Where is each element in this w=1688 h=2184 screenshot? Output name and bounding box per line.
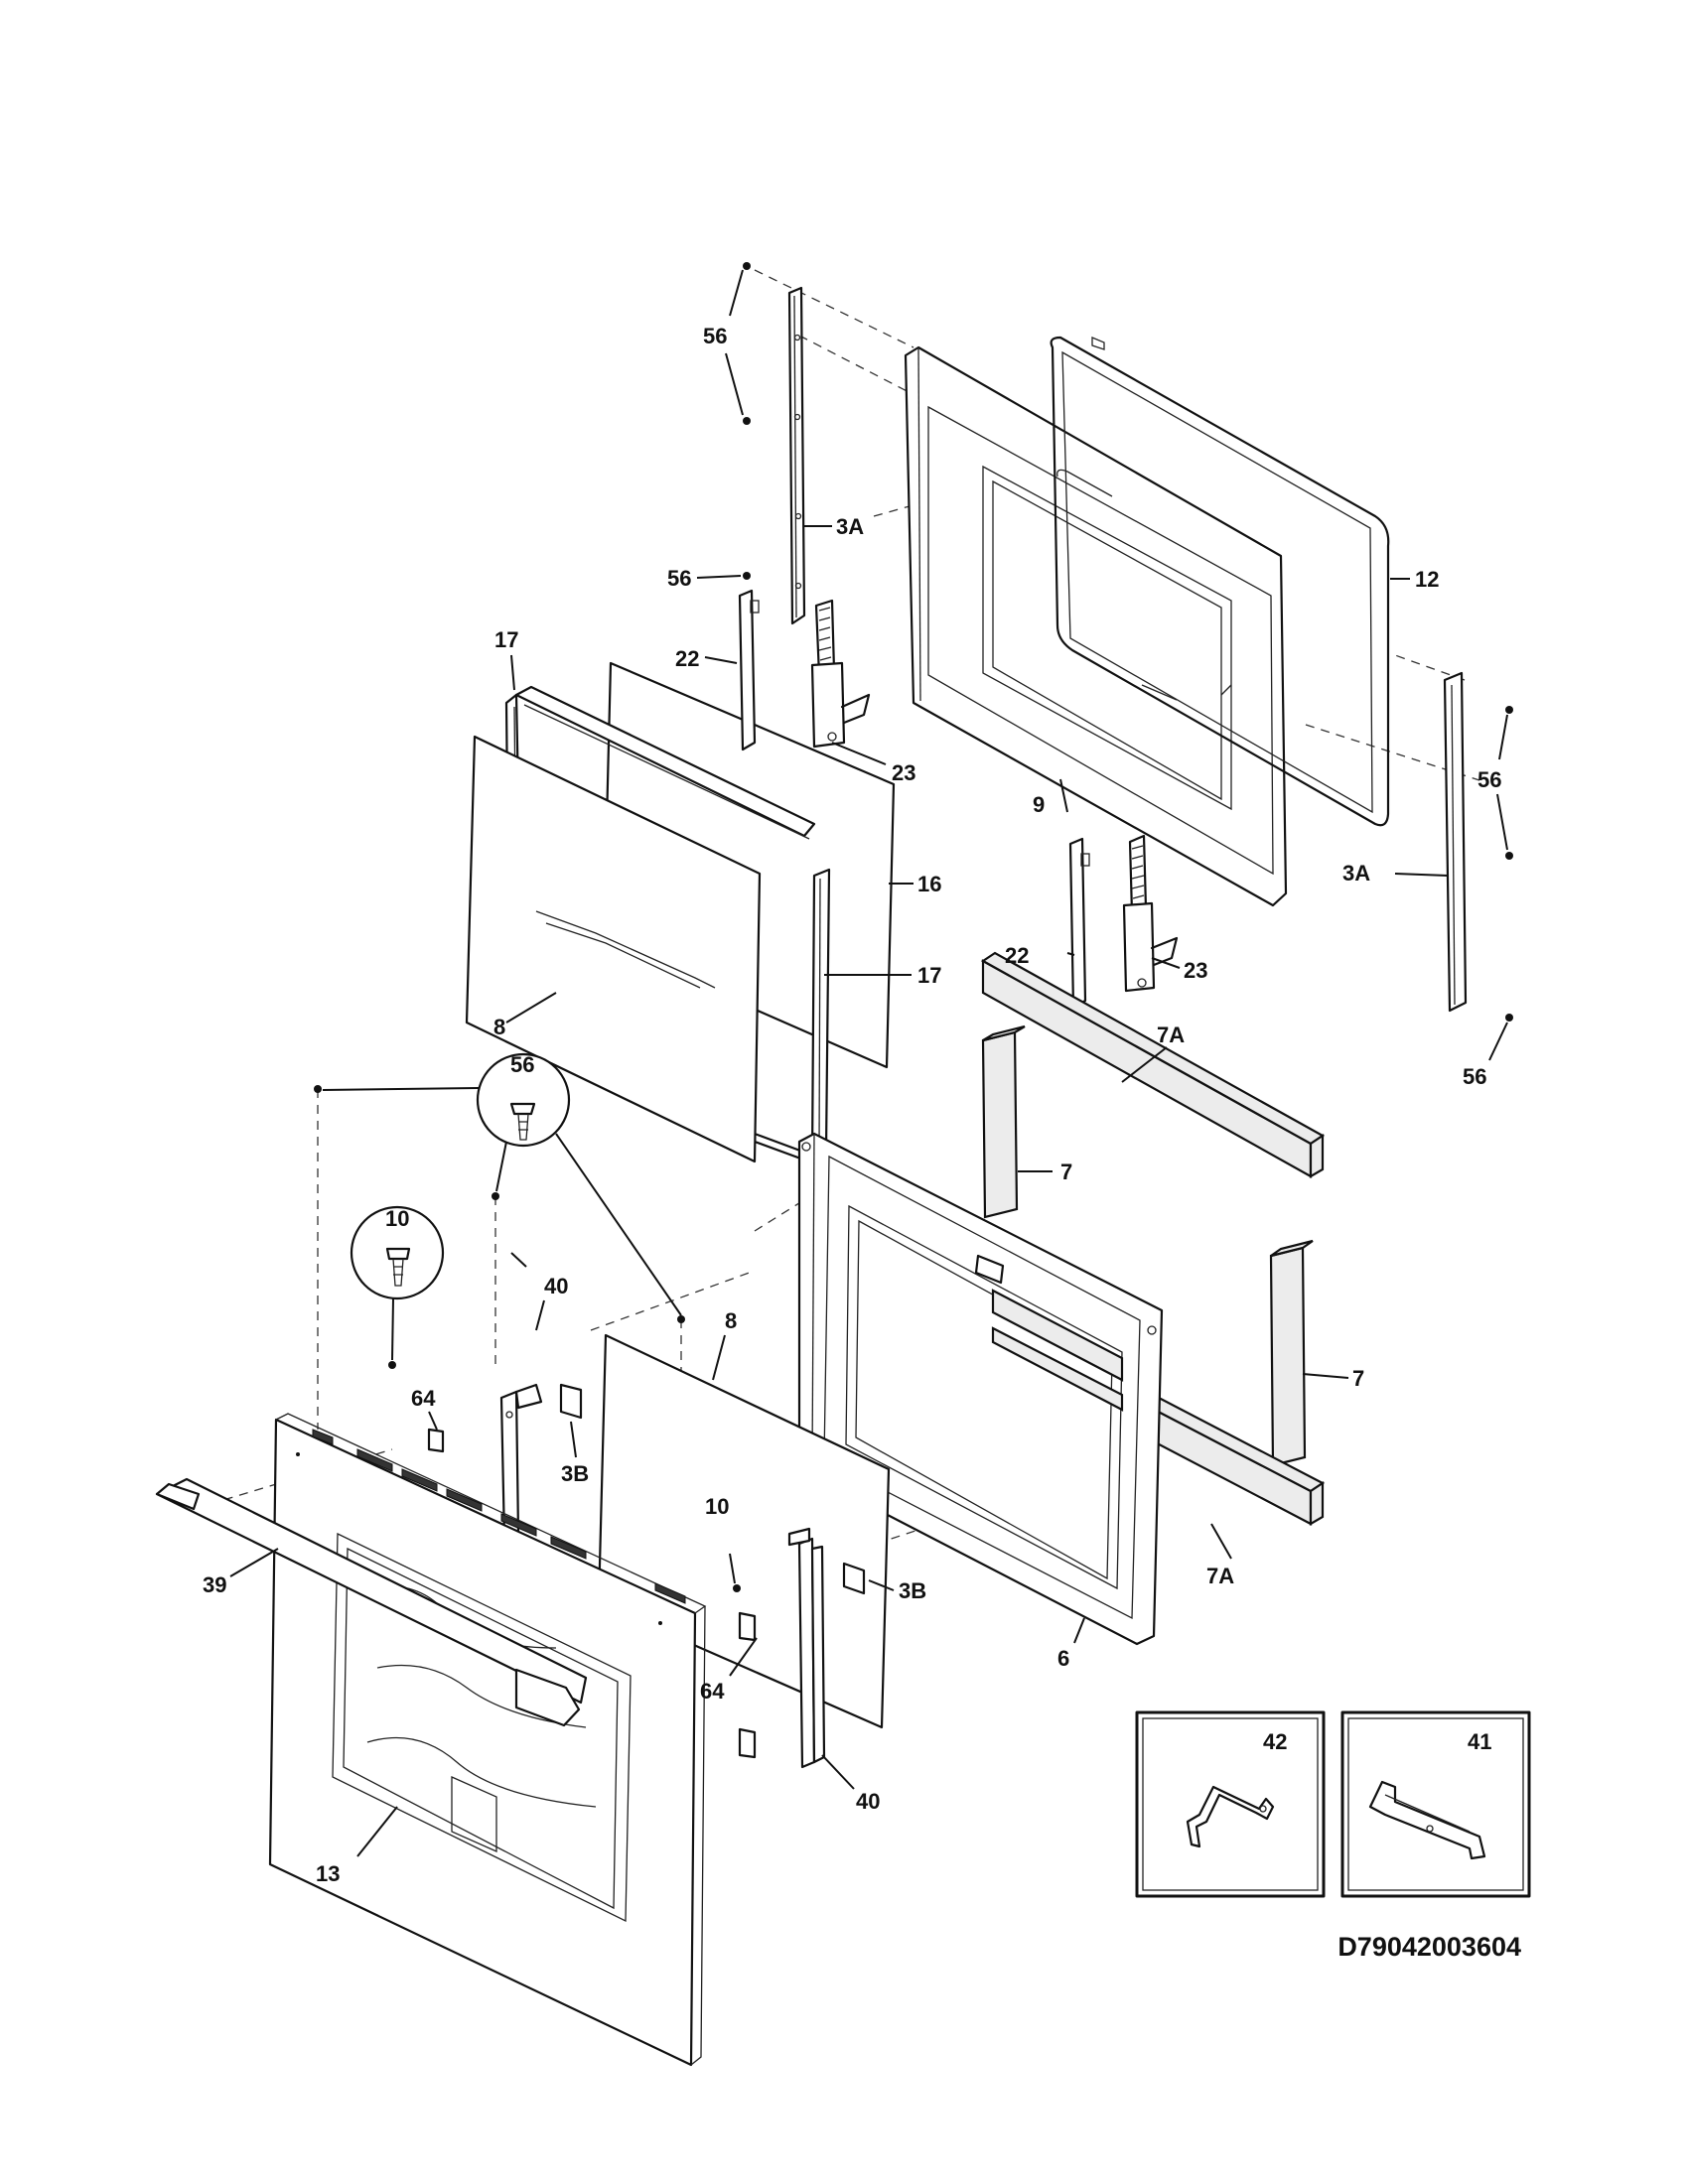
callout-7a: 7A <box>1157 1023 1185 1047</box>
callout-3a: 3A <box>1342 861 1370 886</box>
callout-56: 56 <box>1477 767 1501 792</box>
callout-41: 41 <box>1468 1729 1491 1754</box>
callout-3b: 3B <box>899 1578 926 1603</box>
screw-56-icon <box>743 262 751 270</box>
callout-56: 56 <box>1463 1064 1486 1089</box>
callout-64: 64 <box>411 1386 436 1411</box>
screw-56-top-group <box>696 262 751 580</box>
detail-circle-56 <box>322 1052 682 1316</box>
callout-12: 12 <box>1415 567 1439 592</box>
callout-40: 40 <box>544 1274 568 1298</box>
screw-group-lower <box>314 1085 741 1592</box>
callout-40: 40 <box>856 1789 880 1814</box>
callout-23: 23 <box>1184 958 1207 983</box>
screw-56-icon <box>743 417 751 425</box>
door-gasket-12 <box>1050 336 1390 827</box>
callout-17: 17 <box>494 627 518 652</box>
callout-16: 16 <box>917 872 941 896</box>
screw-56-right-group <box>1488 706 1513 1061</box>
callout-64: 64 <box>700 1679 725 1704</box>
callout-9: 9 <box>1033 792 1045 817</box>
hinge-22-lower <box>1068 837 1090 1010</box>
hinge-22-upper <box>738 589 760 751</box>
callout-10: 10 <box>705 1494 729 1519</box>
hinge-rail-3a-left <box>787 286 806 625</box>
hinge-rail-3a-right <box>1443 671 1468 1013</box>
callout-8: 8 <box>725 1308 737 1333</box>
diagram-code: D79042003604 <box>1337 1932 1521 1962</box>
insulation-7-upper <box>981 1024 1026 1219</box>
callout-labels: 56 3A 56 12 22 17 23 16 9 56 3A 17 22 23… <box>203 324 1521 1962</box>
screw-56-icon <box>1505 1014 1513 1022</box>
callout-7: 7 <box>1352 1366 1364 1391</box>
screw-56-icon <box>314 1085 322 1093</box>
callout-56: 56 <box>510 1052 534 1077</box>
screw-56-icon <box>743 572 751 580</box>
callout-17: 17 <box>917 963 941 988</box>
callout-56: 56 <box>667 566 691 591</box>
callout-56: 56 <box>703 324 727 348</box>
clip-3b-left <box>559 1383 583 1420</box>
callout-22: 22 <box>1005 943 1029 968</box>
hinge-23-upper <box>810 599 871 749</box>
inset-box-41 <box>1340 1710 1531 1898</box>
callout-3b: 3B <box>561 1461 589 1486</box>
callout-13: 13 <box>316 1861 340 1886</box>
callout-10: 10 <box>385 1206 409 1231</box>
callout-22: 22 <box>675 646 699 671</box>
hinge-23-lower <box>1122 834 1179 993</box>
insulation-7-lower <box>1269 1239 1314 1467</box>
callout-42: 42 <box>1263 1729 1287 1754</box>
callout-3a: 3A <box>836 514 864 539</box>
bracket-40-upper <box>499 1383 543 1543</box>
clip-3b-right <box>842 1562 866 1595</box>
insulation-7a-upper <box>980 951 1326 1178</box>
screw-56-icon <box>677 1315 685 1323</box>
detail-circle-10 <box>350 1205 445 1361</box>
callout-39: 39 <box>203 1572 226 1597</box>
glass-panel-8-upper <box>465 735 762 1163</box>
callout-23: 23 <box>892 760 915 785</box>
callout-7: 7 <box>1060 1160 1072 1184</box>
screw-10-icon <box>388 1361 396 1369</box>
door-handle-39 <box>155 1477 588 1727</box>
clip-64-upper <box>427 1428 445 1453</box>
callout-6: 6 <box>1057 1646 1069 1671</box>
leader-lines <box>229 525 1449 1857</box>
inset-box-42 <box>1135 1710 1326 1898</box>
bracket-40-lower <box>787 1527 826 1769</box>
callout-8: 8 <box>493 1015 505 1039</box>
screw-10-icon <box>733 1584 741 1592</box>
clip-64-lower <box>738 1611 757 1759</box>
screw-10-detail-icon <box>385 1247 411 1261</box>
screw-56-icon <box>492 1192 499 1200</box>
inner-door-panel-9 <box>904 345 1288 907</box>
screw-56-icon <box>1505 852 1513 860</box>
screw-56-detail-icon <box>509 1102 536 1116</box>
screw-56-icon <box>1505 706 1513 714</box>
callout-7a: 7A <box>1206 1564 1234 1588</box>
